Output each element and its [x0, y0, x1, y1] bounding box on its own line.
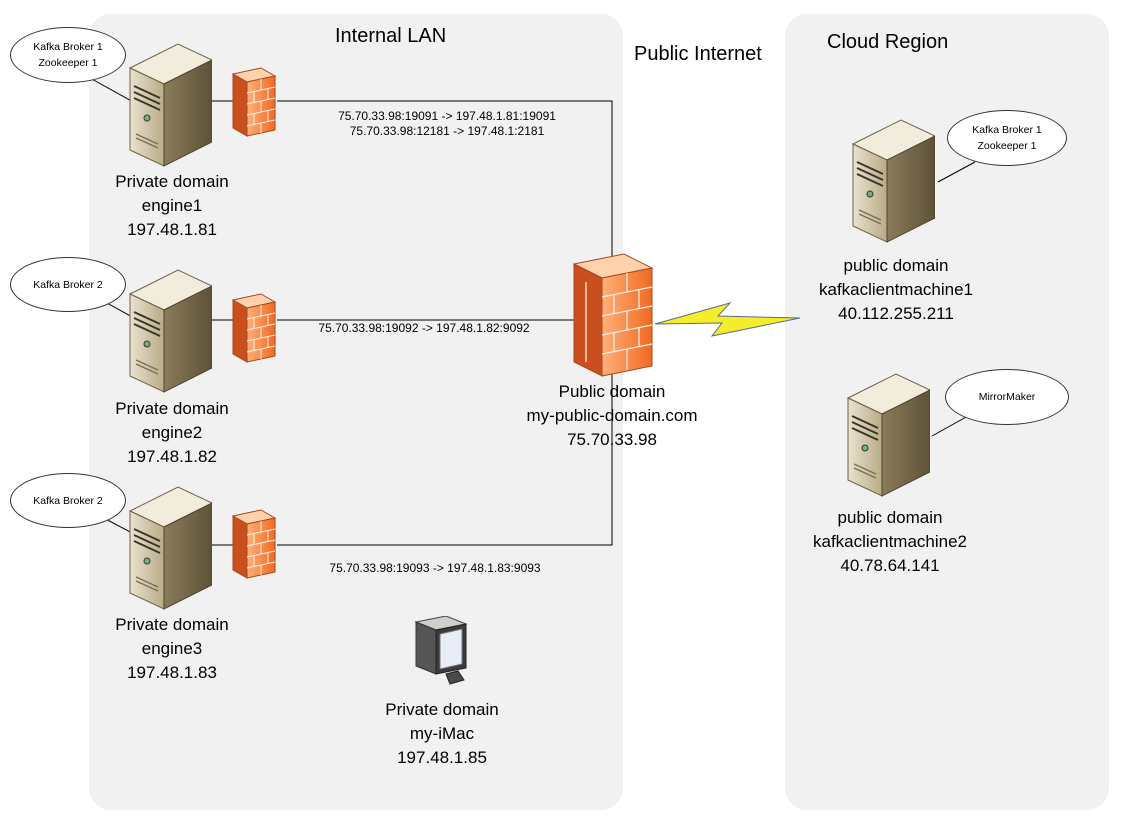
bubble-pointer-cloud1 — [937, 161, 976, 183]
role-label: Kafka Broker 1 — [33, 41, 103, 53]
host-name: engine1 — [141, 196, 203, 215]
domain-type: public domain — [837, 508, 943, 527]
bubble-pointer-engine1 — [89, 77, 136, 104]
domain-type: Private domain — [385, 700, 499, 719]
host-name: engine3 — [141, 639, 203, 658]
ip-address: 40.112.255.211 — [838, 304, 954, 323]
server-icon — [128, 269, 212, 393]
host-name: my-iMac — [409, 724, 475, 743]
host-name: kafkaclientmachine2 — [812, 532, 968, 551]
internal-lan-title: Internal LAN — [335, 25, 447, 47]
role-bubble-engine1: Kafka Broker 1 Zookeeper 1 — [10, 27, 126, 83]
domain-type: Public domain — [558, 382, 666, 401]
role-label: MirrorMaker — [978, 391, 1036, 403]
host-name: kafkaclientmachine1 — [818, 280, 974, 299]
domain-type: Private domain — [115, 399, 229, 418]
server-icon — [128, 43, 212, 167]
firewall-icon — [231, 509, 277, 579]
port-mapping-line: 75.70.33.98:19091 -> 197.48.1.81:19091 — [338, 109, 556, 123]
engine3-label: Private domain engine3 197.48.1.83 — [115, 613, 228, 685]
role-label: Kafka Broker 1 — [972, 124, 1042, 136]
cloud-region-title: Cloud Region — [827, 31, 949, 53]
ip-address: 197.48.1.85 — [397, 748, 487, 767]
ip-address: 197.48.1.82 — [127, 447, 217, 466]
domain-type: Private domain — [115, 615, 229, 634]
firewall-icon — [231, 67, 277, 137]
port-mapping-engine3: 75.70.33.98:19093 -> 197.48.1.83:9093 — [329, 561, 540, 576]
server-icon — [851, 119, 935, 243]
cloud-machine1-label: public domain kafkaclientmachine1 40.112… — [819, 254, 973, 326]
role-bubble-cloud2: MirrorMaker — [945, 369, 1069, 425]
imac-icon — [414, 616, 468, 685]
ip-address: 75.70.33.98 — [567, 430, 657, 449]
ip-address: 197.48.1.81 — [127, 220, 217, 239]
role-bubble-engine2: Kafka Broker 2 — [10, 257, 126, 312]
lightning-icon — [654, 302, 801, 337]
public-firewall-label: Public domain my-public-domain.com 75.70… — [527, 380, 698, 452]
engine1-label: Private domain engine1 197.48.1.81 — [115, 170, 228, 242]
role-label: Kafka Broker 2 — [33, 278, 103, 291]
role-label: Zookeeper 1 — [977, 140, 1037, 152]
host-name: engine2 — [141, 423, 203, 442]
port-mapping-line: 75.70.33.98:19092 -> 197.48.1.82:9092 — [318, 321, 530, 335]
port-mapping-engine2: 75.70.33.98:19092 -> 197.48.1.82:9092 — [318, 321, 529, 336]
port-mapping-line: 75.70.33.98:19093 -> 197.48.1.83:9093 — [329, 561, 541, 575]
ip-address: 40.78.64.141 — [840, 556, 940, 575]
port-mapping-engine1: 75.70.33.98:19091 -> 197.48.1.81:19091 7… — [338, 109, 556, 139]
domain-type: Private domain — [115, 172, 229, 191]
host-name: my-public-domain.com — [526, 406, 698, 425]
link-fw1-public — [277, 100, 613, 268]
domain-type: public domain — [843, 256, 949, 275]
role-bubble-cloud1: Kafka Broker 1 Zookeeper 1 — [947, 110, 1067, 166]
role-label: Zookeeper 1 — [38, 57, 98, 69]
cloud-machine2-label: public domain kafkaclientmachine2 40.78.… — [813, 506, 967, 578]
firewall-icon — [231, 293, 277, 363]
port-mapping-line: 75.70.33.98:12181 -> 197.48.1:2181 — [349, 124, 545, 138]
server-icon — [128, 486, 212, 610]
public-internet-title: Public Internet — [634, 43, 762, 65]
server-icon — [846, 373, 930, 497]
engine2-label: Private domain engine2 197.48.1.82 — [115, 397, 228, 469]
public-firewall-icon — [572, 253, 654, 377]
bubble-pointer-cloud2 — [931, 415, 969, 437]
ip-address: 197.48.1.83 — [127, 663, 217, 682]
role-bubble-engine3: Kafka Broker 2 — [10, 473, 126, 528]
link-fw3-public — [277, 370, 613, 546]
imac-label: Private domain my-iMac 197.48.1.85 — [385, 698, 498, 770]
role-label: Kafka Broker 2 — [33, 494, 103, 507]
